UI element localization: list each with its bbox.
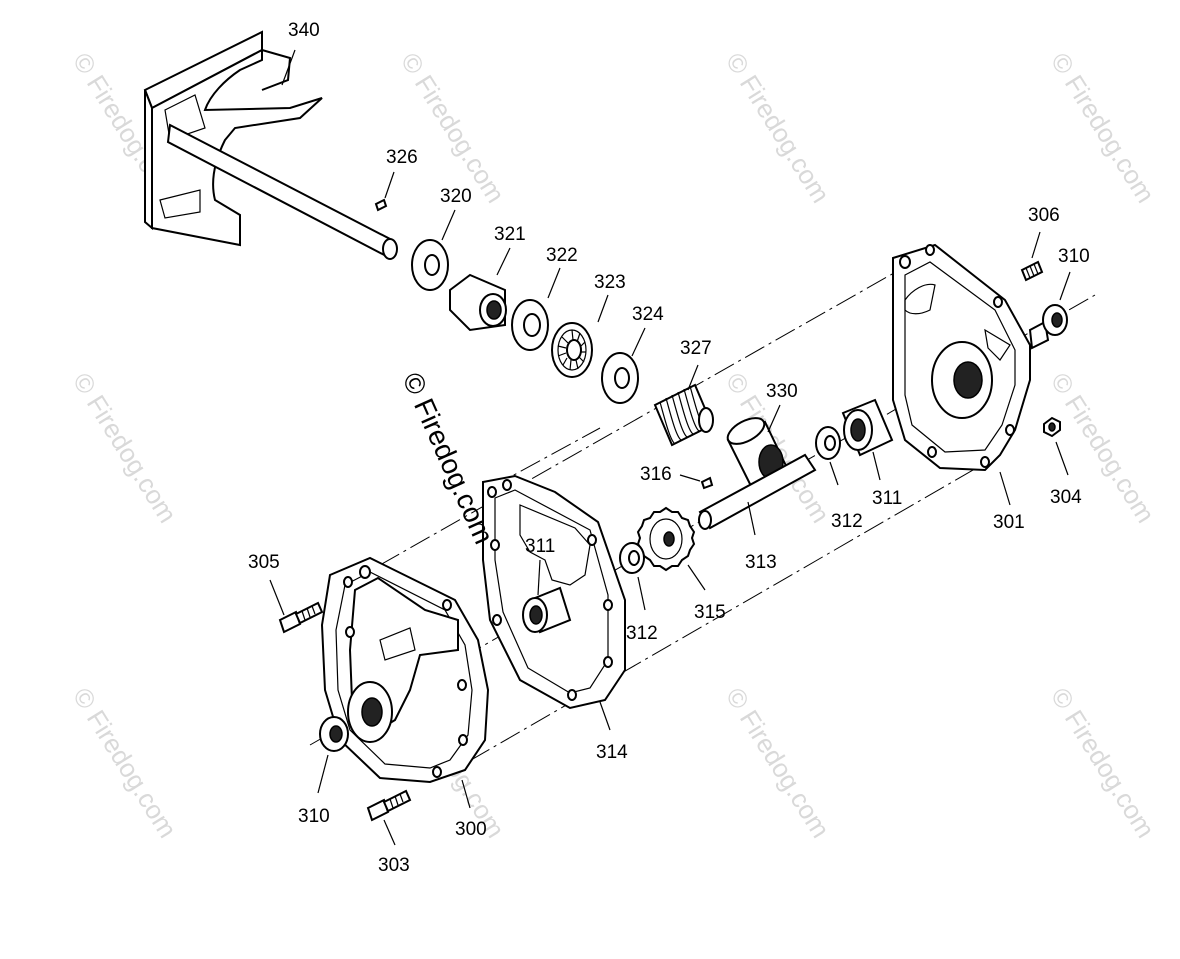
shaft-313 [698,453,817,530]
screw-303 [366,789,412,822]
part-label: 316 [640,464,672,485]
washer-322 [511,299,549,351]
washer-312-right [815,426,841,460]
watermark: © Firedog.com [720,682,836,843]
nut-304 [1043,416,1061,438]
washer-320 [411,239,449,291]
watermark: © Firedog.com [395,47,511,208]
bushing-311-middle [522,586,572,634]
watermark-main: © Firedog.com [397,368,500,549]
part-label: 311 [872,488,902,509]
washer-312-middle [619,542,645,574]
bushing-321 [449,273,507,332]
watermark: © Firedog.com [67,367,183,528]
washer-324 [601,352,639,404]
part-label: 340 [288,20,320,41]
part-label: 310 [298,806,330,827]
thrust-bearing-323 [551,322,593,378]
housing-300 [320,556,490,784]
part-label: 305 [248,552,280,573]
bearing-310-right [1042,304,1068,336]
watermark: © Firedog.com [67,682,183,843]
part-label: 301 [993,512,1025,533]
part-label: 327 [680,338,712,359]
part-label: 300 [455,819,487,840]
setscrew-306 [1020,260,1044,282]
part-label: 304 [1050,487,1082,508]
bushing-311-right [841,398,894,457]
part-label: 322 [546,245,578,266]
housing-301 [892,243,1050,472]
part-label: 306 [1028,205,1060,226]
leader-lines [269,49,1071,846]
gear-315 [636,506,696,572]
part-label: 313 [745,552,777,573]
part-label: 323 [594,272,626,293]
watermark: © Firedog.com [1045,682,1161,843]
key-316 [700,476,714,490]
part-label: 303 [378,855,410,876]
key-326 [374,198,388,212]
part-label: 326 [386,147,418,168]
part-label: 324 [632,304,664,325]
part-label: 330 [766,381,798,402]
watermark: © Firedog.com [1045,47,1161,208]
watermark: © Firedog.com [720,47,836,208]
part-label: 321 [494,224,526,245]
screw-305 [278,601,324,634]
part-label: 314 [596,742,628,763]
part-label: 320 [440,186,472,207]
part-label: 310 [1058,246,1090,267]
worm-gear-327 [653,383,714,447]
part-label: 312 [626,623,658,644]
part-label: 311 [525,536,555,557]
bearing-310-left [319,716,349,752]
part-label: 315 [694,602,726,623]
auger-assembly [143,30,398,260]
part-label: 312 [831,511,863,532]
part-labels: 340 326 320 321 322 323 324 327 330 316 … [248,20,1090,876]
